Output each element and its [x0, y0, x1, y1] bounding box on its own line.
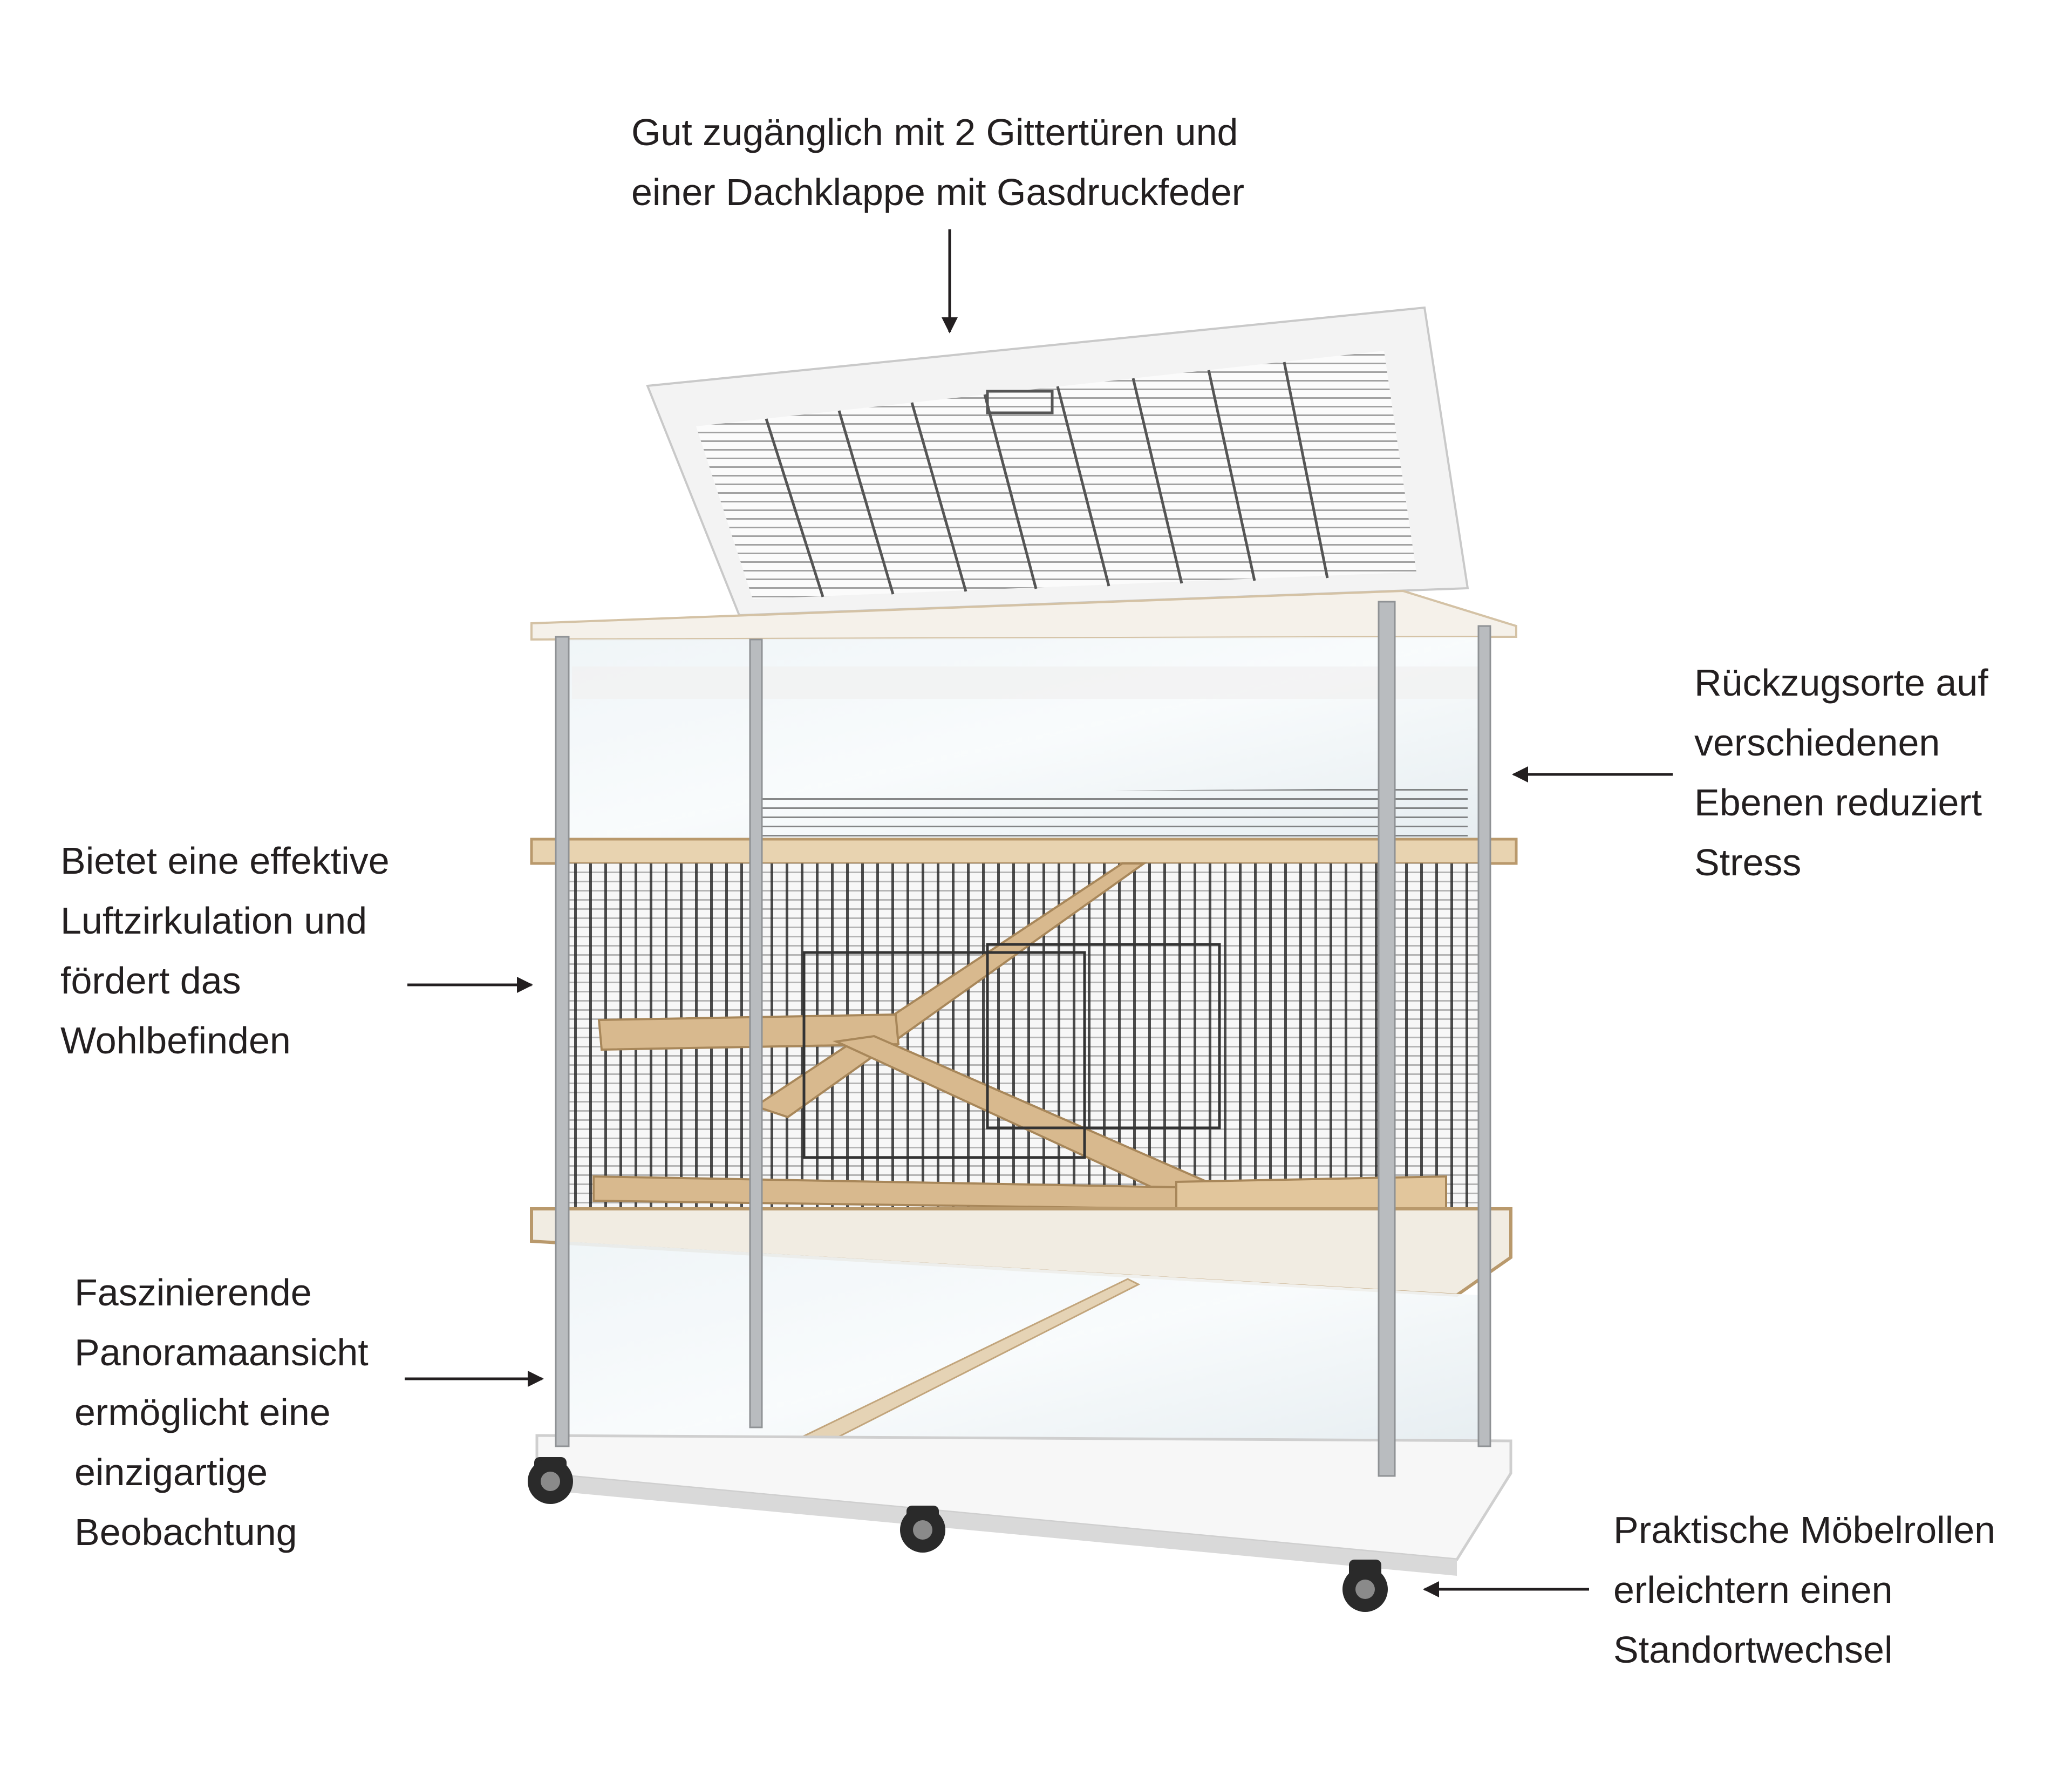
callout-line: Wohlbefinden [60, 1019, 291, 1061]
callout-arrows [405, 229, 1673, 1597]
callout-line: Standortwechsel [1613, 1629, 1893, 1671]
callout-line: verschiedenen [1694, 722, 1940, 764]
callout-line: Beobachtung [74, 1511, 297, 1553]
upper-level [561, 637, 1489, 845]
callout-line: Luftzirkulation und [60, 900, 367, 942]
callout-panorama: Faszinierende Panoramaansicht ermöglicht… [74, 1263, 369, 1562]
callout-line: Panoramaansicht [74, 1331, 369, 1373]
callout-line: einer Dachklappe mit Gasdruckfeder [631, 171, 1245, 213]
furniture-wheels [528, 1457, 1388, 1612]
callout-airflow: Bietet eine effektive Luftzirkulation un… [60, 831, 390, 1071]
callout-line: fördert das [60, 960, 241, 1002]
callout-line: Rückzugsorte auf [1694, 662, 1988, 704]
callout-line: Praktische Möbelrollen [1613, 1509, 1996, 1551]
callout-access: Gut zugänglich mit 2 Gittertüren und ein… [631, 103, 1244, 222]
grid-level [561, 862, 1489, 1248]
cage-base [535, 1434, 1512, 1576]
roof-flap [646, 306, 1469, 617]
shelf-upper [530, 838, 1518, 865]
callout-wheels: Praktische Möbelrollen erleichtern einen… [1613, 1500, 1995, 1680]
callout-line: Stress [1694, 841, 1802, 883]
callout-line: ermöglicht eine [74, 1391, 331, 1433]
top-board [530, 589, 1517, 641]
callout-line: einzigartige [74, 1451, 268, 1493]
callout-levels: Rückzugsorte auf verschiedenen Ebenen re… [1694, 653, 1988, 893]
callout-line: Gut zugänglich mit 2 Gittertüren und [631, 111, 1238, 153]
callout-line: erleichtern einen [1613, 1569, 1893, 1611]
aluminium-posts [555, 601, 1491, 1477]
callout-line: Ebenen reduziert [1694, 781, 1982, 824]
callout-line: Bietet eine effektive [60, 840, 390, 882]
callout-line: Faszinierende [74, 1271, 312, 1314]
